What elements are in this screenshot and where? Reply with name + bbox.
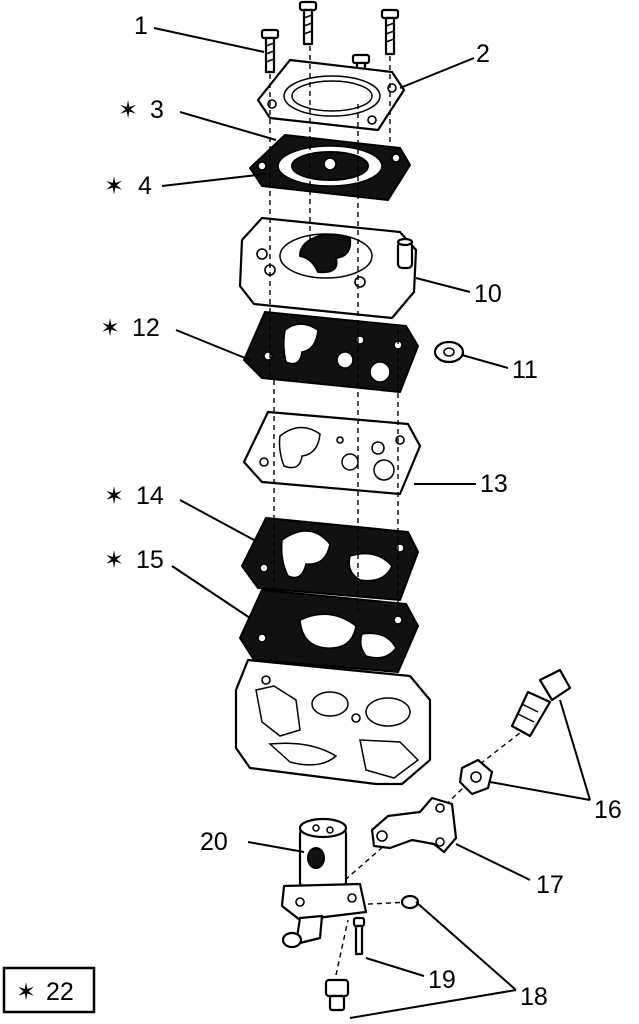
callout-15: 15: [136, 546, 164, 574]
callout-16: 16: [594, 796, 622, 824]
nut-16: [458, 758, 494, 796]
callout-4-star: ✶: [104, 172, 124, 200]
callout-3: 3: [150, 96, 164, 124]
plate-13: [242, 410, 422, 496]
callout-labels: 1 2 ✶ 3 ✶ 4 10 11 ✶ 12 13 ✶ 14 ✶ 15 16 1…: [100, 12, 622, 1011]
washer-11: [433, 340, 465, 364]
gasket-15: [239, 589, 419, 673]
callout-10: 10: [474, 280, 502, 308]
fitting-18: [324, 978, 350, 1012]
callout-4: 4: [138, 172, 152, 200]
callout-1: 1: [134, 12, 148, 40]
legend-star: ✶: [16, 978, 36, 1006]
gasket-14: [241, 517, 419, 601]
screw-2: [298, 0, 318, 46]
leader-lines: [153, 27, 591, 1019]
callout-19: 19: [428, 966, 456, 994]
callout-11: 11: [512, 356, 538, 384]
legend-kit-box: ✶ 22: [2, 966, 96, 1014]
legend-text: 22: [46, 978, 74, 1006]
callout-12: 12: [132, 314, 160, 342]
diaphragm-gasket: [249, 134, 411, 201]
callout-13: 13: [480, 470, 508, 498]
callout-3-star: ✶: [118, 96, 138, 124]
screw-19: [352, 916, 366, 956]
washer-18: [400, 894, 420, 910]
callout-14: 14: [136, 482, 164, 510]
callout-14-star: ✶: [104, 482, 124, 510]
bracket-17: [370, 796, 458, 854]
cover-plate: [256, 58, 406, 132]
pump-body: [238, 216, 418, 320]
callout-17: 17: [536, 871, 564, 899]
callout-12-star: ✶: [100, 314, 120, 342]
callout-20: 20: [200, 828, 228, 856]
screw-1: [260, 28, 280, 74]
callout-2: 2: [476, 40, 490, 68]
callout-15-star: ✶: [104, 546, 124, 574]
callout-18: 18: [520, 983, 548, 1011]
valve-assembly-20: [280, 817, 368, 949]
screw-3: [380, 8, 400, 56]
bolt-16: [510, 668, 572, 738]
carburetor-body: [234, 658, 432, 786]
gasket-12: [243, 311, 419, 393]
